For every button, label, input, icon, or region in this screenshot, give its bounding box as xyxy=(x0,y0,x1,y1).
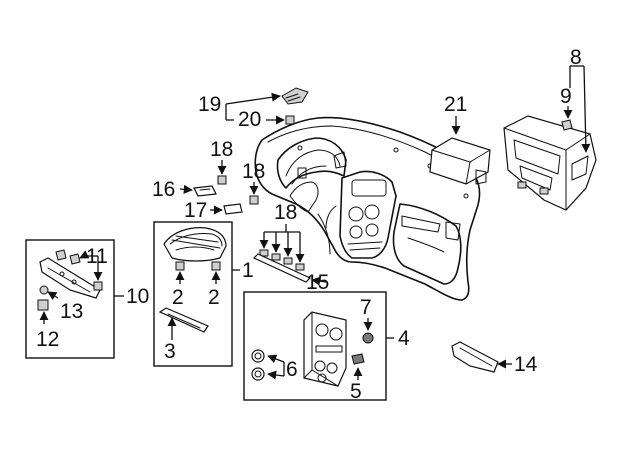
defroster-grille-parts: 19 20 xyxy=(198,87,309,131)
callout-9: 9 xyxy=(560,85,572,108)
callout-10: 10 xyxy=(126,285,149,308)
clips-18-lower-and-15: 18 15 xyxy=(252,201,329,294)
callout-20: 20 xyxy=(238,108,261,131)
callout-15: 15 xyxy=(306,271,329,294)
callout-19: 19 xyxy=(198,93,221,116)
callout-11: 11 xyxy=(86,245,108,268)
callout-2-left: 2 xyxy=(172,286,184,309)
group-box-4: 6 7 5 4 xyxy=(243,291,410,403)
group-box-10: 11 13 12 10 xyxy=(25,239,149,359)
callout-18-lower: 18 xyxy=(274,201,297,224)
callout-1: 1 xyxy=(242,259,254,282)
instrument-panel xyxy=(254,116,481,301)
callout-17: 17 xyxy=(184,199,207,222)
callout-2-right: 2 xyxy=(208,286,220,309)
trim-parts-16-17: 16 17 xyxy=(152,178,243,222)
callout-6: 6 xyxy=(286,358,298,381)
callout-5: 5 xyxy=(350,380,362,403)
group-box-1: 2 2 3 1 xyxy=(153,221,254,367)
clip-18-middle: 18 xyxy=(242,160,265,205)
passenger-airbag-module: 21 xyxy=(429,93,491,185)
callout-3: 3 xyxy=(164,340,176,363)
glove-box-assembly: 8 9 xyxy=(503,46,597,211)
under-cover-14: 14 xyxy=(451,341,538,376)
callout-21: 21 xyxy=(444,93,467,116)
callout-7: 7 xyxy=(360,296,372,319)
clip-18-upper: 18 xyxy=(210,138,233,185)
callout-12: 12 xyxy=(36,328,59,351)
callout-8: 8 xyxy=(570,46,582,69)
callout-18-middle: 18 xyxy=(242,160,265,183)
callout-13: 13 xyxy=(60,300,83,323)
callout-14: 14 xyxy=(514,353,538,376)
callout-16: 16 xyxy=(152,178,175,201)
callout-18-upper: 18 xyxy=(210,138,233,161)
callout-4: 4 xyxy=(398,327,410,350)
